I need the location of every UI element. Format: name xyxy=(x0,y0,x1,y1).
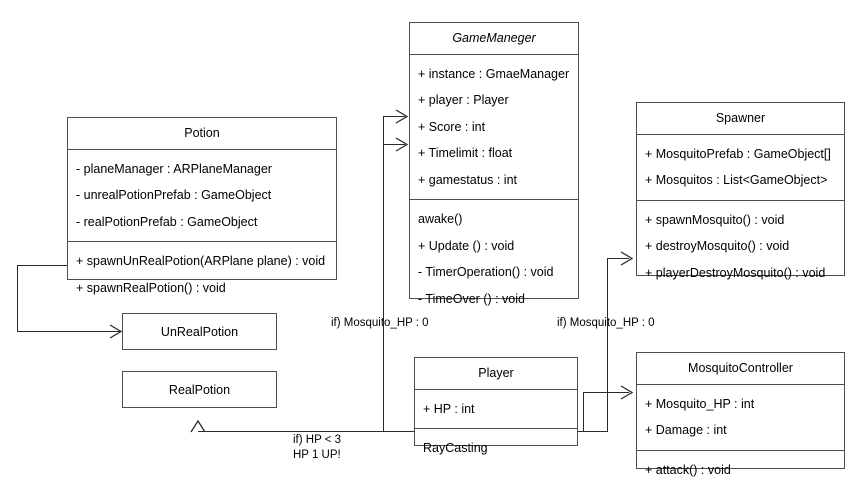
method-row: + Update () : void xyxy=(418,238,515,253)
attribute-row: + gamestatus : int xyxy=(418,172,518,187)
attributes-compartment-potion: - planeManager : ARPlaneManager - unreal… xyxy=(68,148,336,242)
class-title-spawner: Spawner xyxy=(715,111,766,125)
connector-potion-to-unrealpotion-top xyxy=(17,265,69,266)
attribute-row: + instance : GmaeManager xyxy=(418,66,570,81)
class-title-game-manager: GameManeger xyxy=(452,31,536,45)
attribute-row: - planeManager : ARPlaneManager xyxy=(76,161,272,176)
arrowhead-spawner xyxy=(620,251,634,266)
method-row: + spawnUnRealPotion(ARPlane plane) : voi… xyxy=(76,254,326,268)
connector-bottom-trunk-left xyxy=(198,431,414,432)
class-box-player[interactable]: Player + HP : int RayCasting xyxy=(414,357,578,454)
attribute-row: + player : Player xyxy=(418,93,509,107)
methods-compartment-player: RayCasting xyxy=(415,428,577,468)
methods-compartment-spawner: + spawnMosquito() : void + destroyMosqui… xyxy=(637,199,844,293)
arrowhead-realpotion xyxy=(190,419,206,433)
attribute-row: + HP : int xyxy=(423,401,475,416)
class-title-mosquito-controller: MosquitoController xyxy=(688,361,793,375)
method-row: awake() xyxy=(418,212,463,226)
attribute-row: - realPotionPrefab : GameObject xyxy=(76,214,258,229)
class-title-unreal-potion: UnRealPotion xyxy=(160,325,239,339)
method-row: + spawnMosquito() : void xyxy=(645,212,785,227)
class-box-unreal-potion[interactable]: UnRealPotion xyxy=(122,313,277,350)
attribute-row: + Timelimit : float xyxy=(418,146,513,160)
attribute-row: + MosquitoPrefab : GameObject[] xyxy=(645,146,831,161)
connector-bottom-trunk-right xyxy=(578,431,608,432)
method-row: + destroyMosquito() : void xyxy=(645,239,790,253)
edge-label-mosquito-hp-left: if) Mosquito_HP : 0 xyxy=(331,317,429,329)
methods-compartment-mosquito-controller: + attack() : void xyxy=(637,449,844,485)
connector-right-spine xyxy=(607,258,608,432)
class-title-potion: Potion xyxy=(184,126,220,140)
attributes-compartment-spawner: + MosquitoPrefab : GameObject[] + Mosqui… xyxy=(637,133,844,200)
class-box-spawner[interactable]: Spawner + MosquitoPrefab : GameObject[] … xyxy=(636,102,845,279)
connector-center-spine xyxy=(383,116,384,432)
class-title-player: Player xyxy=(478,366,514,380)
attribute-row: - unrealPotionPrefab : GameObject xyxy=(76,188,272,202)
attribute-row: + Mosquitos : List<GameObject> xyxy=(645,173,828,187)
connector-spine-to-gamemanager-timelimit xyxy=(383,144,405,145)
class-box-game-manager[interactable]: GameManeger + instance : GmaeManager + p… xyxy=(409,22,579,305)
arrowhead-gamemanager-score xyxy=(395,109,409,124)
methods-compartment-game-manager: awake() + Update () : void - TimerOperat… xyxy=(410,199,578,318)
attributes-compartment-mosquito-controller: + Mosquito_HP : int + Damage : int xyxy=(637,383,844,450)
edge-label-hp-condition: if) HP < 3 HP 1 UP! xyxy=(293,434,342,461)
connector-potion-to-unrealpotion-vertical xyxy=(17,265,18,332)
method-row: + spawnRealPotion() : void xyxy=(76,280,226,295)
method-row: RayCasting xyxy=(423,441,488,455)
attribute-row: + Mosquito_HP : int xyxy=(645,396,755,411)
connector-mosquitocontroller-stub xyxy=(583,392,584,432)
class-box-potion[interactable]: Potion - planeManager : ARPlaneManager -… xyxy=(67,117,337,294)
connector-right-spine-to-spawner xyxy=(607,258,629,259)
methods-compartment-potion: + spawnUnRealPotion(ARPlane plane) : voi… xyxy=(68,241,336,307)
connector-spine-to-gamemanager-score xyxy=(383,116,405,117)
method-row: + attack() : void xyxy=(645,462,731,477)
class-box-mosquito-controller[interactable]: MosquitoController + Mosquito_HP : int +… xyxy=(636,352,845,476)
attribute-row: + Damage : int xyxy=(645,423,727,437)
edge-label-mosquito-hp-right: if) Mosquito_HP : 0 xyxy=(557,317,655,329)
class-title-real-potion: RealPotion xyxy=(168,383,231,397)
class-box-real-potion[interactable]: RealPotion xyxy=(122,371,277,408)
method-row: + playerDestroyMosquito() : void xyxy=(645,265,826,280)
method-row: - TimeOver () : void xyxy=(418,291,525,306)
arrowhead-unrealpotion xyxy=(109,324,123,339)
arrowhead-mosquitocontroller xyxy=(620,385,634,400)
arrowhead-gamemanager-timelimit xyxy=(395,137,409,152)
attribute-row: + Score : int xyxy=(418,119,486,134)
attributes-compartment-player: + HP : int xyxy=(415,388,577,429)
connector-potion-to-unrealpotion-bottom xyxy=(17,331,121,332)
method-row: - TimerOperation() : void xyxy=(418,265,554,279)
connector-right-spine-to-mosquitocontroller xyxy=(583,392,629,393)
attributes-compartment-game-manager: + instance : GmaeManager + player : Play… xyxy=(410,53,578,200)
